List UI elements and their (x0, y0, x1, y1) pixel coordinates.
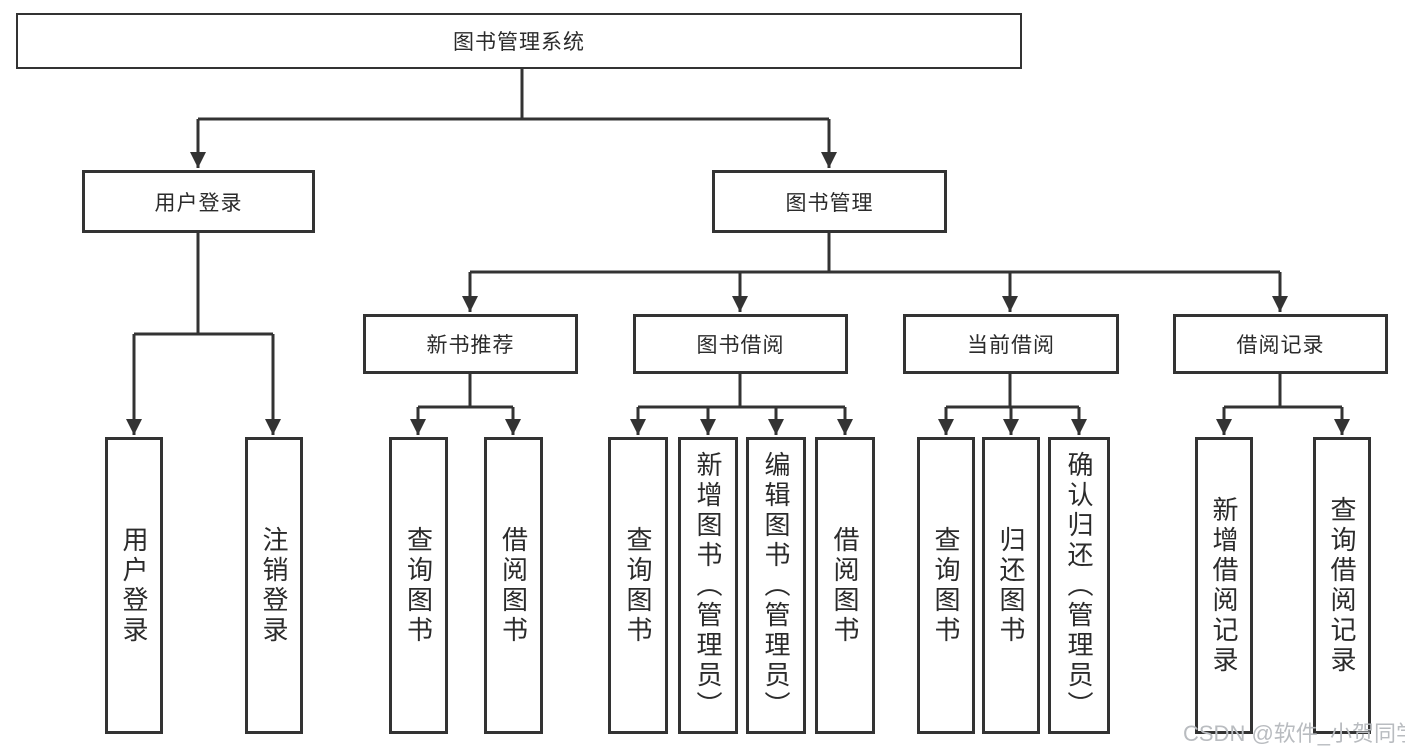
node-label: 编辑图书（管理员） (761, 450, 791, 721)
node-label: 新增借阅记录 (1209, 495, 1239, 676)
node-label: 图书借阅 (696, 334, 785, 357)
node-label: 新增图书（管理员） (693, 450, 723, 721)
node-leaf-borrow-books-1: 借阅图书 (484, 437, 543, 734)
node-new-book-recommend: 新书推荐 (363, 314, 578, 374)
node-label: 借阅图书 (498, 525, 529, 646)
node-label: 当前借阅 (967, 334, 1055, 357)
node-label: 图书管理系统 (453, 31, 585, 54)
node-label: 用户登录 (154, 191, 243, 215)
node-label: 注销登录 (259, 525, 289, 646)
node-borrow-records: 借阅记录 (1173, 314, 1388, 374)
node-leaf-borrow-books-2: 借阅图书 (815, 437, 875, 734)
node-label: 用户登录 (119, 525, 149, 646)
node-leaf-query-books-3: 查询图书 (917, 437, 975, 734)
node-library-management-system: 图书管理系统 (16, 13, 1022, 69)
node-label: 借阅记录 (1236, 334, 1325, 357)
node-label: 查询借阅记录 (1327, 495, 1357, 676)
node-label: 查询图书 (403, 525, 434, 646)
node-leaf-query-books-1: 查询图书 (389, 437, 448, 734)
node-book-borrow: 图书借阅 (633, 314, 848, 374)
node-leaf-query-borrow-record: 查询借阅记录 (1313, 437, 1371, 734)
node-leaf-confirm-return-admin: 确认归还（管理员） (1048, 437, 1110, 734)
node-label: 借阅图书 (830, 525, 860, 646)
node-leaf-logout: 注销登录 (245, 437, 303, 734)
node-label: 查询图书 (931, 525, 961, 646)
node-leaf-query-books-2: 查询图书 (608, 437, 668, 734)
node-label: 图书管理 (785, 191, 874, 215)
node-leaf-edit-books-admin: 编辑图书（管理员） (746, 437, 806, 734)
node-label: 查询图书 (623, 525, 653, 646)
node-leaf-user-login: 用户登录 (105, 437, 163, 734)
node-leaf-add-books-admin: 新增图书（管理员） (678, 437, 738, 734)
node-leaf-add-borrow-record: 新增借阅记录 (1195, 437, 1253, 734)
node-current-borrow: 当前借阅 (903, 314, 1119, 374)
node-book-management: 图书管理 (712, 170, 947, 233)
node-label: 新书推荐 (426, 334, 515, 357)
node-leaf-return-books: 归还图书 (982, 437, 1040, 734)
csdn-watermark: CSDN @软件_小贺同学 (1183, 721, 1405, 746)
node-user-login: 用户登录 (82, 170, 315, 233)
node-label: 归还图书 (996, 525, 1026, 646)
node-label: 确认归还（管理员） (1064, 450, 1094, 721)
